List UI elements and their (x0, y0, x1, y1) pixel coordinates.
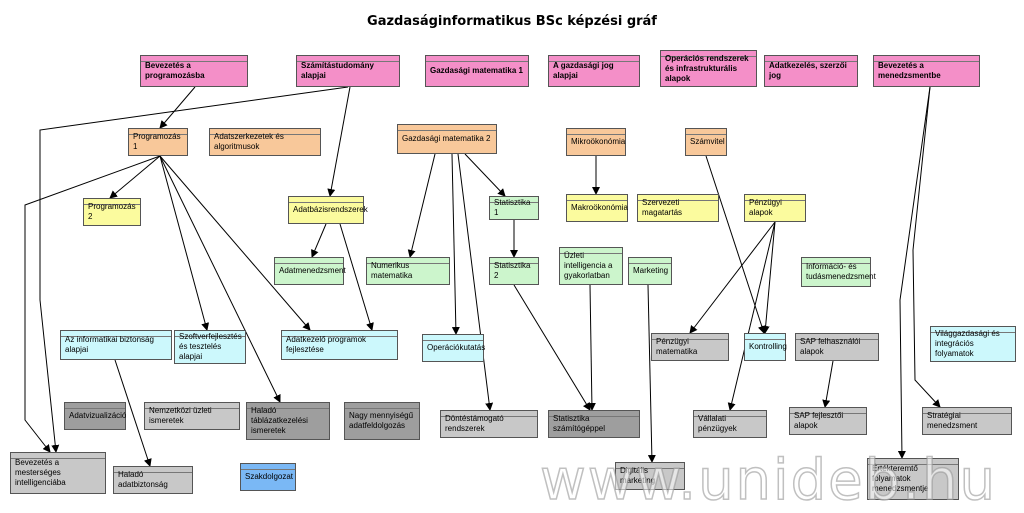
prerequisite-arrow (159, 86, 196, 129)
node-programozas-1: Programozás 1 (128, 128, 188, 156)
diagram-title: Gazdaságinformatikus BSc képzési gráf (367, 14, 657, 29)
node-operaciokutatas: Operációkutatás (422, 334, 485, 362)
node-informatikai-biztonsag: Az informatikai biztonság alapjai (60, 330, 172, 360)
node-mikrookonomia: Mikroökonómia (566, 128, 626, 156)
node-halado-adatbiztonsag: Haladó adatbiztonság (113, 466, 193, 494)
node-vilaggazdasagi: Világgazdasági és integrációs folyamatok (930, 326, 1016, 362)
prerequisite-arrow (327, 86, 351, 197)
node-bevezetes-mesterseges-intelligencia: Bevezetés a mesterséges intelligenciába (10, 452, 106, 494)
node-adatkezeles-szerzoi-jog: Adatkezelés, szerzői jog (764, 55, 858, 87)
prerequisite-arrow (647, 284, 656, 463)
node-programozas-2: Programozás 2 (83, 198, 141, 226)
prerequisite-arrow (339, 223, 374, 331)
prerequisite-arrow (114, 359, 152, 467)
node-donestamogato: Döntéstámogató rendszerek (440, 410, 538, 438)
node-informacio-tudasmenedzsment: Információ- és tudásmenedzsment (801, 257, 876, 287)
node-szamvitel: Számvitel (685, 128, 727, 156)
prerequisite-arrow (311, 223, 327, 258)
node-penzugyi-alapok: Pénzügyi alapok (744, 194, 806, 222)
prerequisite-arrow (451, 153, 460, 335)
node-strategiai-menedzsment: Stratégiai menedzsment (922, 407, 1012, 435)
node-numerikus-matematika: Numerikus matematika (366, 257, 450, 285)
prerequisite-arrow (159, 155, 281, 403)
node-nagy-mennyisegu: Nagy mennyiségű adatfeldolgozás (344, 402, 420, 440)
prerequisite-arrow (587, 284, 596, 411)
node-adatszerkezetek: Adatszerkezetek és algoritmusok (209, 128, 321, 156)
node-vallalati-penzugyek: Vállalati pénzügyek (693, 410, 767, 438)
node-statisztika-2: Statisztika 2 (489, 257, 539, 285)
node-halado-tablazatkezeles: Haladó táblázatkezelési ismeretek (246, 402, 330, 440)
prerequisite-arrow (464, 153, 506, 197)
node-gazdasagi-jog: A gazdasági jog alapjai (548, 55, 640, 87)
node-statisztika-1: Statisztika 1 (489, 196, 539, 220)
prerequisite-arrow (822, 360, 834, 408)
node-marketing: Marketing (628, 257, 672, 285)
node-operacios-rendszerek: Operációs rendszerek és infrastrukturáli… (660, 50, 757, 87)
node-gazdasagi-matematika-1: Gazdasági matematika 1 (425, 55, 529, 87)
node-adatmenedzsment: Adatmenedzsment (274, 257, 346, 285)
node-statisztika-szamitogeppel: Statisztika számítógéppel (548, 410, 640, 438)
prerequisite-arrow (727, 221, 776, 411)
node-makrookonomia: Makroökonómia (566, 194, 628, 222)
prerequisite-arrow (159, 155, 210, 331)
node-adatvizualizacio: Adatvizualizáció (64, 402, 126, 430)
prerequisite-arrow (513, 284, 591, 411)
node-szoftverfejlesztes: Szoftverfejlesztés és tesztelés alapjai (174, 330, 246, 364)
prerequisite-arrow (912, 86, 941, 408)
node-adatbazisrendszerek: Adatbázisrendszerek (288, 196, 368, 224)
node-penzugyi-matematika: Pénzügyi matematika (651, 333, 729, 361)
node-uzleti-intelligencia: Üzleti intelligencia a gyakorlatban (559, 247, 623, 285)
node-szamitastudomany: Számítástudomány alapjai (296, 55, 400, 87)
prerequisite-arrow (457, 153, 494, 411)
prerequisite-arrow (24, 155, 161, 453)
node-szakdolgozat: Szakdolgozat (240, 463, 296, 491)
prerequisite-arrow (897, 86, 931, 459)
node-bevezetes-programozasba: Bevezetés a programozásba (140, 55, 248, 87)
node-kontrolling: Kontrolling (744, 333, 787, 361)
node-szervezeti-magatartas: Szervezeti magatartás (637, 194, 719, 222)
prerequisite-arrow (159, 155, 311, 331)
prerequisite-arrow (689, 221, 776, 334)
node-nemzetkozi-uzleti: Nemzetközi üzleti ismeretek (144, 402, 240, 430)
node-bevezetes-menedzsmentbe: Bevezetés a menedzsmentbe (873, 55, 980, 87)
prerequisite-arrow (407, 153, 436, 258)
prerequisite-arrow (761, 221, 776, 334)
node-ertekteremto: Értékteremtő folyamatok menedzsmentje (867, 458, 959, 500)
node-digitalis-marketing: Digitális marketing (615, 462, 685, 490)
node-gazdasagi-matematika-2: Gazdasági matematika 2 (397, 124, 497, 154)
node-adatkezelo-programok: Adatkezelő programok fejlesztése (281, 330, 398, 360)
prerequisite-arrow (705, 155, 766, 334)
node-sap-felhasznaloi: SAP felhasználói alapok (795, 333, 879, 361)
node-sap-fejlesztoi: SAP fejlesztői alapok (789, 407, 867, 435)
prerequisite-arrow (39, 86, 349, 453)
prerequisite-arrow (109, 155, 161, 199)
